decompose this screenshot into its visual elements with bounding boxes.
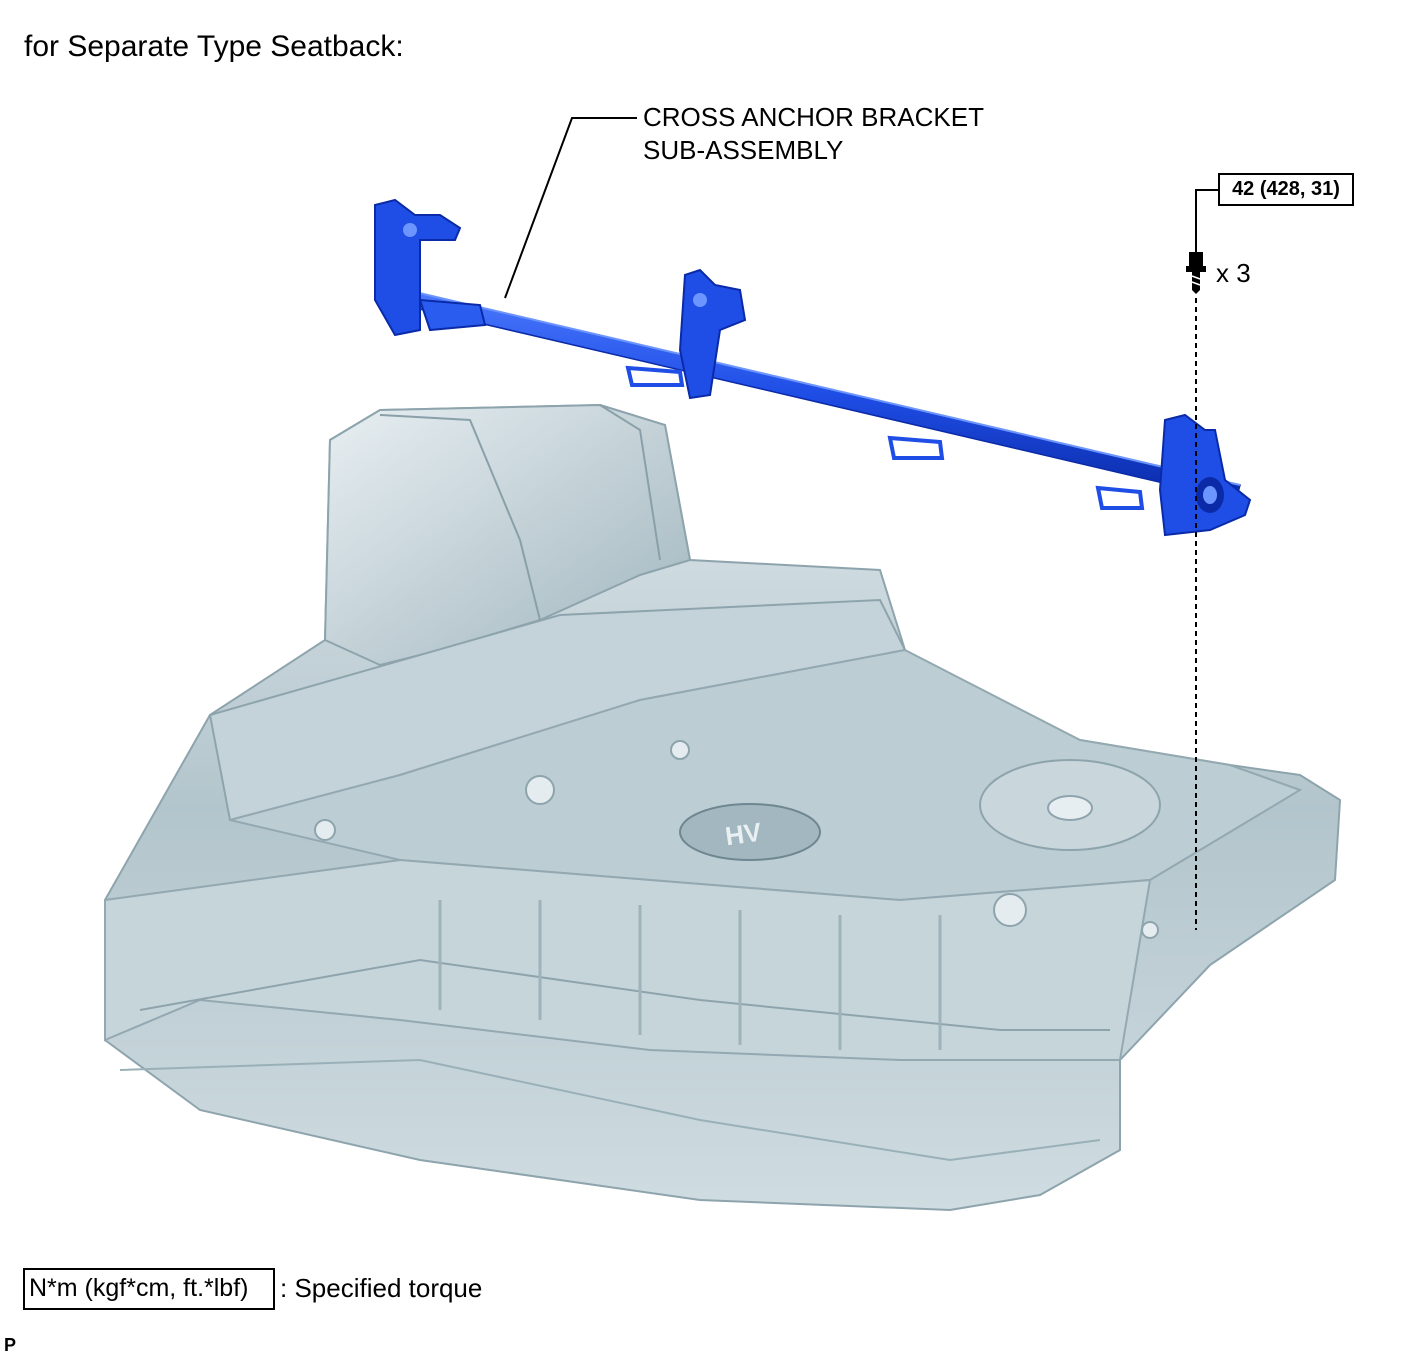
torque-leader-line	[1195, 189, 1218, 252]
bolt-quantity: x 3	[1216, 258, 1251, 288]
bracket-label-line1: CROSS ANCHOR BRACKET	[643, 102, 984, 132]
svg-text:HV: HV	[723, 816, 764, 851]
bolt-icon	[1186, 252, 1206, 294]
rear-floor-body: HV	[104, 403, 1342, 1212]
bracket-label: CROSS ANCHOR BRACKET SUB-ASSEMBLY	[643, 101, 984, 167]
bracket-leader-line	[504, 117, 637, 299]
torque-unit-legend-box: N*m (kgf*cm, ft.*lbf)	[23, 1268, 275, 1310]
torque-legend-description: : Specified torque	[280, 1273, 483, 1303]
page-title: for Separate Type Seatback:	[24, 30, 404, 63]
bracket-label-line2: SUB-ASSEMBLY	[643, 135, 844, 165]
figure-code: P	[4, 1335, 17, 1355]
cross-anchor-bracket	[374, 198, 1252, 537]
torque-value-box: 42 (428, 31)	[1218, 173, 1354, 206]
